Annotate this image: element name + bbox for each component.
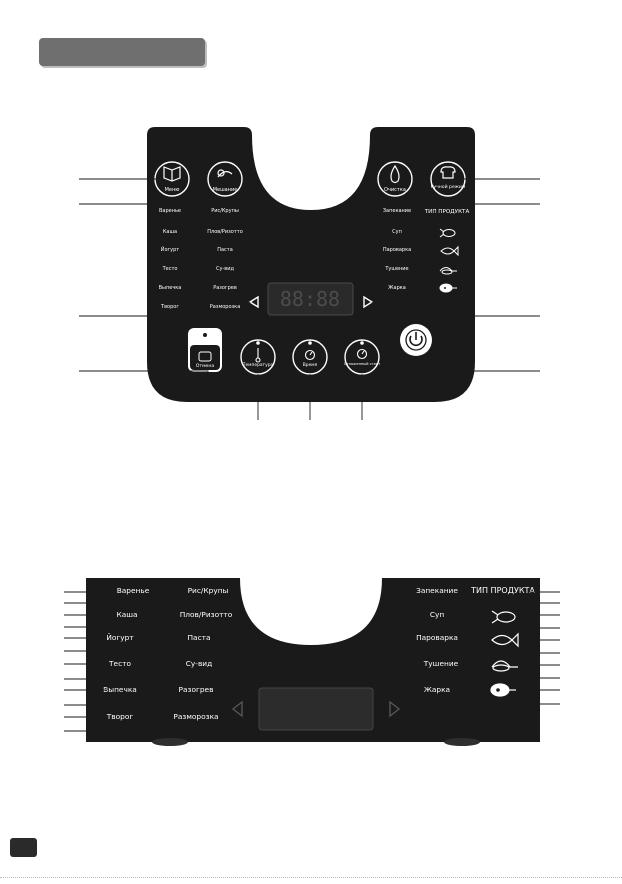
- program-pilaf[interactable]: Плов/Ризотто: [180, 610, 233, 619]
- bottom-button-edge-left: [152, 738, 188, 746]
- bottom-left-arrow-icon[interactable]: [231, 700, 243, 718]
- page-number-tab: [10, 838, 37, 857]
- bottom-display-screen: [258, 687, 374, 731]
- bottom-button-edge-right: [444, 738, 480, 746]
- time-label: Время: [303, 362, 318, 368]
- top-program-rice[interactable]: Рис/Крупы: [211, 208, 239, 214]
- manual-label: Ручной режим: [431, 183, 466, 190]
- fish-icon: [440, 245, 459, 257]
- delay-start-label: Отложенный старт: [344, 362, 381, 366]
- bottom-meat-icon: [490, 683, 516, 697]
- drop-icon: [390, 164, 400, 184]
- temperature-label: Температура: [242, 362, 274, 368]
- top-program-tvorog[interactable]: Творог: [160, 304, 179, 310]
- top-program-varenye[interactable]: Варенье: [159, 208, 181, 214]
- chef-hat-icon: [440, 166, 456, 179]
- top-leader-lines: [79, 178, 540, 420]
- stopwatch-icon: [304, 349, 316, 361]
- power-button[interactable]: [400, 324, 432, 356]
- bottom-right-arrow-icon[interactable]: [389, 700, 401, 718]
- bottom-fish-icon: [491, 632, 519, 648]
- program-stew[interactable]: Тушение: [423, 659, 459, 668]
- program-kasha[interactable]: Каша: [116, 610, 137, 619]
- program-rice[interactable]: Рис/Крупы: [188, 586, 229, 595]
- top-program-reheat[interactable]: Разогрев: [213, 285, 237, 291]
- section-header-bar: [39, 38, 205, 66]
- program-pasta[interactable]: Паста: [188, 633, 211, 642]
- program-tvorog[interactable]: Творог: [106, 712, 134, 721]
- thermometer-icon: [255, 348, 261, 363]
- program-testo[interactable]: Тесто: [108, 659, 131, 668]
- cancel-button[interactable]: Отмена: [188, 328, 222, 372]
- top-program-testo[interactable]: Тесто: [162, 266, 178, 272]
- top-program-vypechka[interactable]: Выпечка: [159, 285, 182, 291]
- top-program-fry[interactable]: Жарка: [388, 285, 406, 291]
- top-program-stew[interactable]: Тушение: [384, 266, 408, 272]
- bottom-poultry-icon: [491, 610, 516, 624]
- program-defrost[interactable]: Разморозка: [173, 712, 218, 721]
- vegetables-icon: [439, 267, 457, 275]
- pot-icon: [198, 351, 212, 362]
- bottom-vegetables-icon: [491, 660, 518, 672]
- stir-button[interactable]: Мешание: [207, 161, 243, 197]
- program-varenye[interactable]: Варенье: [117, 586, 150, 595]
- display-digits: 88:88: [280, 287, 340, 311]
- program-soup[interactable]: Суп: [430, 610, 445, 619]
- page-bottom-rule: [0, 877, 622, 878]
- program-reheat[interactable]: Разогрев: [179, 685, 214, 694]
- program-vypechka[interactable]: Выпечка: [103, 685, 137, 694]
- top-program-kasha[interactable]: Каша: [163, 229, 177, 235]
- right-arrow-icon[interactable]: [363, 295, 374, 309]
- clean-button[interactable]: Очистка: [377, 161, 413, 197]
- top-program-pasta[interactable]: Паста: [217, 247, 233, 253]
- display-screen: [267, 282, 354, 316]
- top-program-yogurt[interactable]: Йогурт: [161, 246, 180, 253]
- menu-label: Меню: [165, 187, 180, 193]
- program-yogurt[interactable]: Йогурт: [106, 633, 134, 642]
- clock-icon: [356, 348, 368, 360]
- bottom-leader-lines: [64, 591, 560, 732]
- program-fry[interactable]: Жарка: [424, 685, 450, 694]
- program-steam[interactable]: Пароварка: [416, 633, 458, 642]
- program-sous-vide[interactable]: Су-вид: [186, 659, 212, 668]
- top-program-bake[interactable]: Запекание: [383, 208, 411, 214]
- top-program-sous-vide[interactable]: Су-вид: [216, 266, 234, 272]
- product-type-label[interactable]: ТИП ПРОДУКТА: [470, 586, 535, 595]
- book-icon: [163, 166, 181, 182]
- program-bake[interactable]: Запекание: [416, 586, 458, 595]
- poultry-icon: [439, 228, 456, 238]
- bottom-detail-panel: [86, 578, 540, 742]
- top-program-steam[interactable]: Пароварка: [383, 247, 411, 253]
- meat-icon: [439, 283, 457, 293]
- stir-icon: [217, 169, 233, 178]
- top-program-pilaf[interactable]: Плов/Ризотто: [207, 229, 243, 235]
- top-product-type-label[interactable]: ТИП ПРОДУКТА: [424, 209, 470, 215]
- left-arrow-icon[interactable]: [248, 295, 259, 309]
- top-program-soup[interactable]: Суп: [392, 229, 402, 235]
- cancel-label: Отмена: [196, 363, 215, 369]
- top-program-defrost[interactable]: Разморозка: [210, 304, 241, 310]
- clean-label: Очистка: [384, 187, 406, 193]
- stir-label: Мешание: [213, 187, 238, 193]
- power-icon: [409, 332, 423, 347]
